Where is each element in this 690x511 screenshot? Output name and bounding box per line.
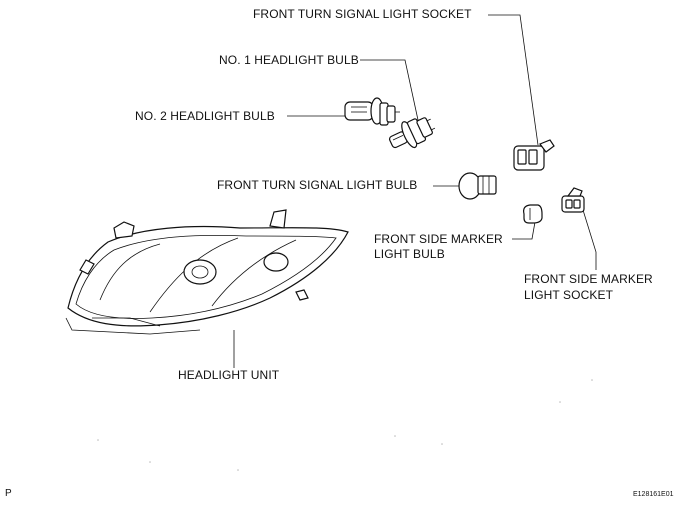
headlight-unit-drawing	[65, 209, 349, 335]
leader-turn-socket	[488, 14, 539, 146]
leader-lines	[233, 14, 597, 368]
side-marker-socket	[561, 187, 585, 213]
leader-no1-bulb	[360, 59, 419, 121]
label-side-marker-bulb-line2: LIGHT BULB	[374, 247, 445, 261]
label-side-marker-bulb-line1: FRONT SIDE MARKER	[374, 232, 503, 246]
label-side-marker-socket-line2: LIGHT SOCKET	[524, 288, 613, 302]
label-front-turn-signal-light-socket: FRONT TURN SIGNAL LIGHT SOCKET	[253, 7, 472, 21]
leader-marker-bulb	[512, 221, 536, 240]
corner-mark: P	[5, 488, 12, 499]
turn-signal-bulb	[458, 172, 497, 200]
no2-headlight-bulb	[344, 97, 400, 126]
turn-signal-socket	[513, 139, 555, 171]
label-front-turn-signal-light-bulb: FRONT TURN SIGNAL LIGHT BULB	[217, 178, 418, 192]
label-no1-headlight-bulb: NO. 1 HEADLIGHT BULB	[219, 53, 359, 67]
specks	[97, 379, 593, 471]
leader-marker-socket	[582, 209, 597, 270]
label-side-marker-socket-line1: FRONT SIDE MARKER	[524, 272, 653, 286]
figure-code: E128161E01	[633, 491, 674, 498]
label-headlight-unit: HEADLIGHT UNIT	[178, 368, 280, 382]
side-marker-bulb	[523, 204, 543, 224]
no1-headlight-bulb	[388, 117, 436, 149]
label-no2-headlight-bulb: NO. 2 HEADLIGHT BULB	[135, 109, 275, 123]
